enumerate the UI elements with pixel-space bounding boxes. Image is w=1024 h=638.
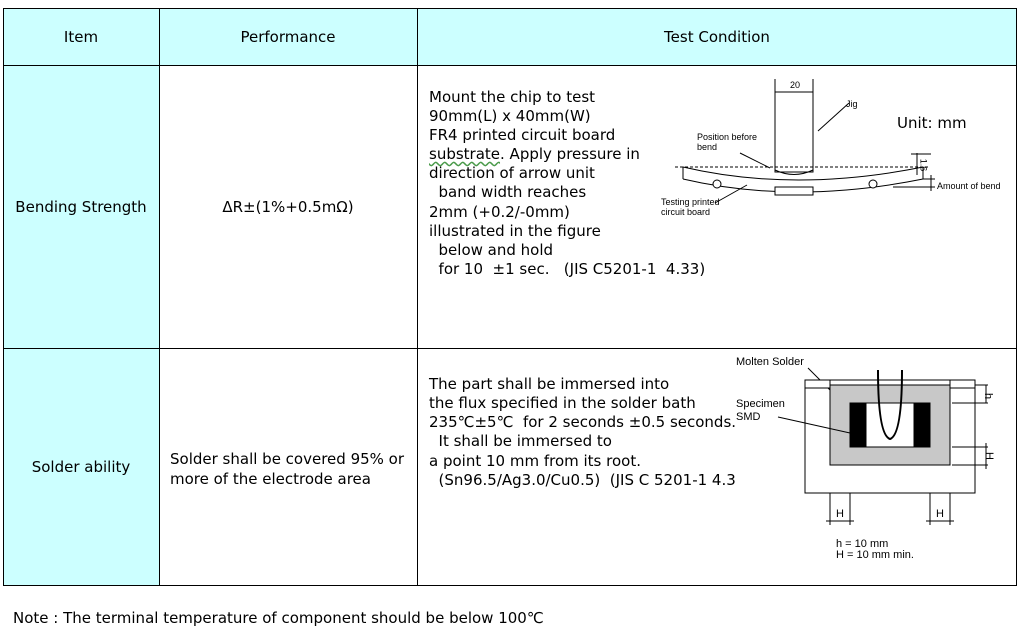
solder-note-h: h = 10 mm: [836, 538, 889, 550]
solder-test-figure: [777, 367, 988, 525]
solder-line-6: (Sn96.5/Ag3.0/Cu0.5) (JIS C 5201-1 4.3: [429, 471, 736, 489]
grid-line: [1016, 8, 1017, 586]
bend-thickness-label: 1.6: [918, 158, 929, 172]
bend-line-3: FR4 printed circuit board: [429, 126, 616, 144]
grid-line: [3, 65, 1017, 66]
header-performance: Performance: [159, 8, 417, 65]
bend-line-4-rest: . Apply pressure in: [500, 145, 640, 163]
grid-line: [3, 8, 4, 586]
bend-line-5: direction of arrow unit: [429, 164, 595, 182]
footer-note: Note : The terminal temperature of compo…: [13, 609, 544, 627]
row-performance-solder: Solder shall be covered 95% or more of t…: [159, 348, 417, 586]
grid-line: [417, 8, 418, 586]
grid-line: [3, 585, 1017, 586]
bend-line-9: below and hold: [429, 241, 554, 259]
bend-line-4: substrate. Apply pressure in: [429, 145, 640, 164]
solder-perf-line-1: Solder shall be covered 95% or: [170, 450, 405, 468]
spec-table: Item Performance Test Condition Bending …: [3, 8, 1017, 586]
solder-perf-line-2: more of the electrode area: [170, 470, 371, 488]
bend-line-4-substrate: substrate: [429, 145, 501, 163]
solder-line-3: 235℃±5℃ for 2 seconds ±0.5 seconds.: [429, 413, 737, 431]
bend-line-1: Mount the chip to test: [429, 88, 596, 106]
solder-h-big-label: H: [982, 452, 995, 460]
solder-line-2: the flux specified in the solder bath: [429, 394, 696, 412]
row-performance-bending: ΔR±(1%+0.5mΩ): [222, 197, 354, 216]
bend-position-label-2: bend: [697, 142, 718, 152]
bend-dim-width: 20: [790, 80, 801, 90]
grid-line: [3, 348, 1017, 349]
solder-h-small-label: h: [982, 392, 995, 400]
solder-line-5: a point 10 mm from its root.: [429, 452, 641, 470]
bend-jig-label: Jig: [846, 99, 858, 109]
bend-pcb-label-2: circuit board: [661, 207, 711, 217]
solder-note-H: H = 10 mm min.: [836, 549, 914, 561]
bend-pcb-label-1: Testing printed: [661, 197, 720, 207]
header-item: Item: [3, 8, 159, 65]
bend-amount-label: Amount of bend: [937, 181, 1001, 191]
solder-smd-label: SMD: [736, 411, 761, 423]
solder-line-4: It shall be immersed to: [429, 432, 612, 450]
bending-test-figure: [675, 79, 935, 204]
bend-line-10: for 10 ±1 sec. (JIS C5201-1 4.33): [429, 260, 706, 278]
grid-line: [159, 8, 160, 586]
header-test-condition: Test Condition: [417, 8, 1017, 65]
bend-line-6: band width reaches: [429, 183, 587, 201]
solder-line-1: The part shall be immersed into: [429, 375, 670, 393]
row-item-bending: Bending Strength: [3, 65, 159, 348]
bend-position-label-1: Position before: [697, 132, 758, 142]
grid-line: [3, 8, 1017, 9]
bend-line-8: illustrated in the figure: [429, 222, 601, 240]
bend-unit-label: Unit: mm: [897, 114, 967, 132]
bend-line-2: 90mm(L) x 40mm(W): [429, 107, 591, 125]
solder-h-left-label: H: [836, 508, 844, 520]
solder-h-right-label: H: [936, 508, 944, 520]
solder-molten-label: Molten Solder: [736, 356, 804, 368]
solder-specimen-label: Specimen: [736, 398, 785, 410]
bend-line-7: 2mm (+0.2/-0mm): [429, 203, 570, 221]
row-item-solder: Solder ability: [3, 348, 159, 586]
